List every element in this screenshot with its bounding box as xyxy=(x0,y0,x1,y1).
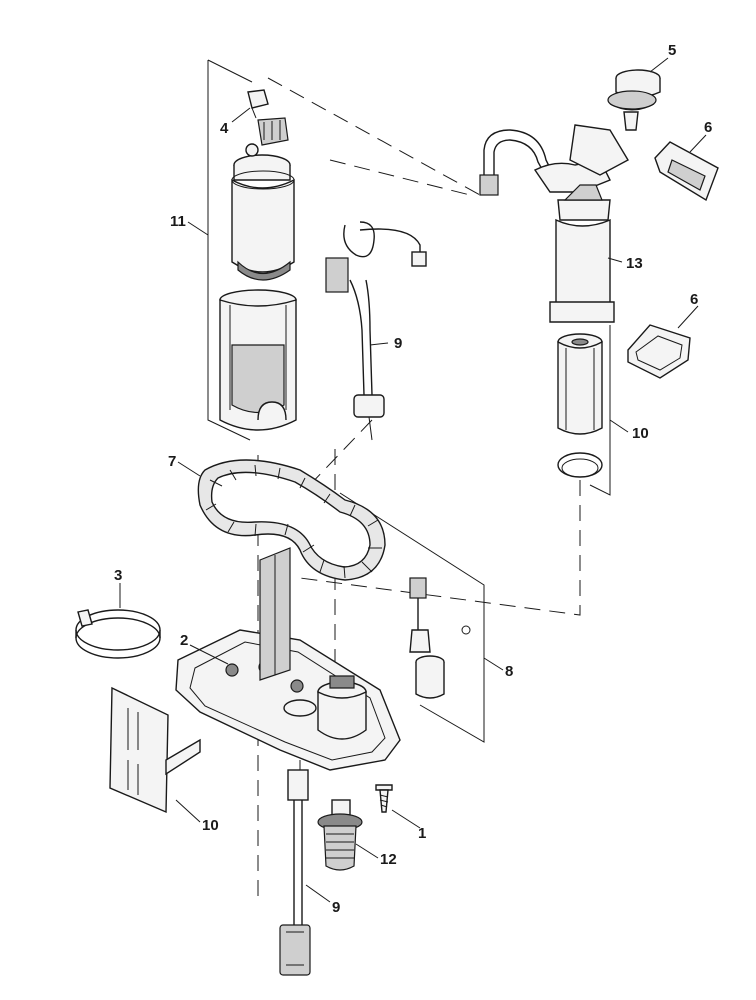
leader-lines xyxy=(119,57,707,903)
callout-labels: 4 5 6 11 13 6 9 10 7 3 2 8 10 1 12 9 xyxy=(114,42,712,916)
part-1-screw xyxy=(375,784,393,813)
part-filter-cup xyxy=(317,675,367,740)
callout-13: 13 xyxy=(626,255,643,272)
callout-9-upper: 9 xyxy=(394,335,402,352)
callout-1: 1 xyxy=(418,825,426,842)
part-6-clip-lower xyxy=(627,324,691,379)
callout-7: 7 xyxy=(168,453,176,470)
part-5-regulator xyxy=(607,69,661,131)
callout-10-right: 10 xyxy=(632,425,649,442)
part-9-harness-upper xyxy=(325,221,427,441)
bracket-10-right xyxy=(589,325,611,496)
callout-5: 5 xyxy=(668,42,676,59)
part-8-level-sender xyxy=(409,577,471,699)
part-7-gasket xyxy=(197,459,386,581)
part-2-flange-plate xyxy=(175,547,401,771)
bracket-8 xyxy=(339,492,485,743)
part-11-sleeve xyxy=(219,289,297,431)
callout-10-left: 10 xyxy=(202,817,219,834)
part-4-clip xyxy=(247,89,269,119)
callout-9-lower: 9 xyxy=(332,899,340,916)
part-10-baffle xyxy=(109,686,201,814)
callout-12: 12 xyxy=(380,851,397,868)
part-6-clip-upper xyxy=(654,141,719,202)
part-12-strainer xyxy=(317,799,363,871)
callout-3: 3 xyxy=(114,567,122,584)
callout-8: 8 xyxy=(505,663,513,680)
part-11-fuel-pump xyxy=(231,117,295,281)
callout-11: 11 xyxy=(170,213,186,230)
part-10-filter xyxy=(557,333,603,478)
callout-2: 2 xyxy=(180,632,188,649)
part-9-harness-lower xyxy=(279,769,311,976)
callout-4: 4 xyxy=(220,120,229,137)
bracket-11 xyxy=(207,59,253,441)
part-13-canister xyxy=(479,124,629,323)
callout-6-lower: 6 xyxy=(690,291,698,308)
callout-6-upper: 6 xyxy=(704,119,712,136)
part-3-clamp xyxy=(75,609,161,659)
